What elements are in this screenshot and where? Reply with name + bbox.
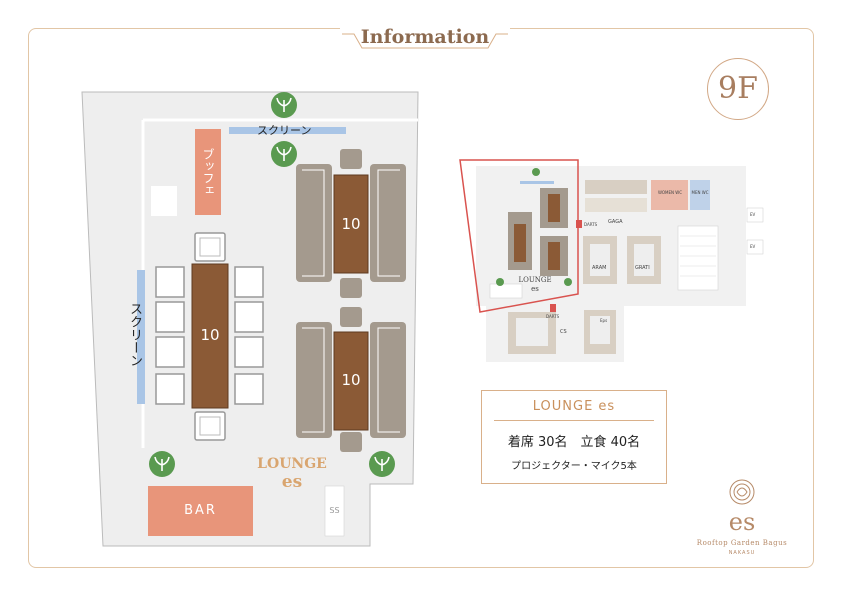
buffet-counter (195, 129, 221, 215)
mm-women-wc: WOMEN WC (657, 190, 683, 195)
brand-name: Rooftop Garden Bagus (696, 539, 788, 547)
mm-grati: GRATI (635, 265, 650, 271)
mm-darts-2: DARTS (546, 314, 560, 319)
sofa-table-bottom-group (296, 307, 406, 452)
mm-aram: ARAM (592, 265, 607, 271)
info-capacity: 着席 30名 立食 40名 (507, 435, 641, 450)
bar-counter (148, 486, 253, 536)
bar-label: BAR (184, 503, 217, 518)
brand-location: NAKASU (728, 550, 756, 556)
mm-eps: Eps (600, 318, 608, 323)
large-table (191, 263, 229, 409)
lounge-sub: es (281, 472, 303, 492)
brand-emblem-icon (729, 479, 755, 505)
mm-ev-2: EV (750, 244, 756, 249)
table-right-top-label: 10 (341, 215, 361, 233)
pillar (151, 186, 177, 216)
buffet-label: ブッフェ (201, 148, 215, 196)
table-right-bottom-label: 10 (341, 371, 361, 389)
screen-left (137, 270, 145, 404)
table-right-top (333, 174, 369, 274)
mm-gaga: GAGA (608, 219, 623, 225)
header: Information (340, 22, 510, 58)
lounge-name: LOUNGE (257, 456, 327, 472)
ss-box (324, 485, 345, 537)
mm-cs: CS (560, 329, 567, 335)
ss-label: SS (329, 506, 340, 515)
sofa-table-top-group (296, 149, 406, 298)
screen-top-label: スクリーン (257, 124, 312, 137)
floor-badge: 9F (707, 58, 769, 120)
screen-top (229, 127, 346, 134)
screen-left-label: スクリーン (127, 302, 142, 367)
page-title: Information (360, 26, 490, 48)
title-ornament (342, 33, 508, 49)
mm-men-wc: MEN WC (691, 190, 709, 195)
info-title: LOUNGE es (532, 399, 616, 414)
info-card: LOUNGE es 着席 30名 立食 40名 プロジェクター・マイク5本 (481, 390, 667, 484)
large-table-group (155, 232, 264, 441)
info-divider (494, 420, 654, 421)
mm-ev-1: EV (750, 212, 756, 217)
mm-lounge-sub: es (531, 285, 539, 293)
table-large-label: 10 (200, 326, 220, 344)
info-equipment: プロジェクター・マイク5本 (511, 461, 637, 472)
mm-darts: DARTS (584, 222, 598, 227)
brand-logo: es (728, 508, 756, 536)
table-right-bottom (333, 331, 369, 431)
mm-lounge-name: LOUNGE (518, 276, 552, 284)
